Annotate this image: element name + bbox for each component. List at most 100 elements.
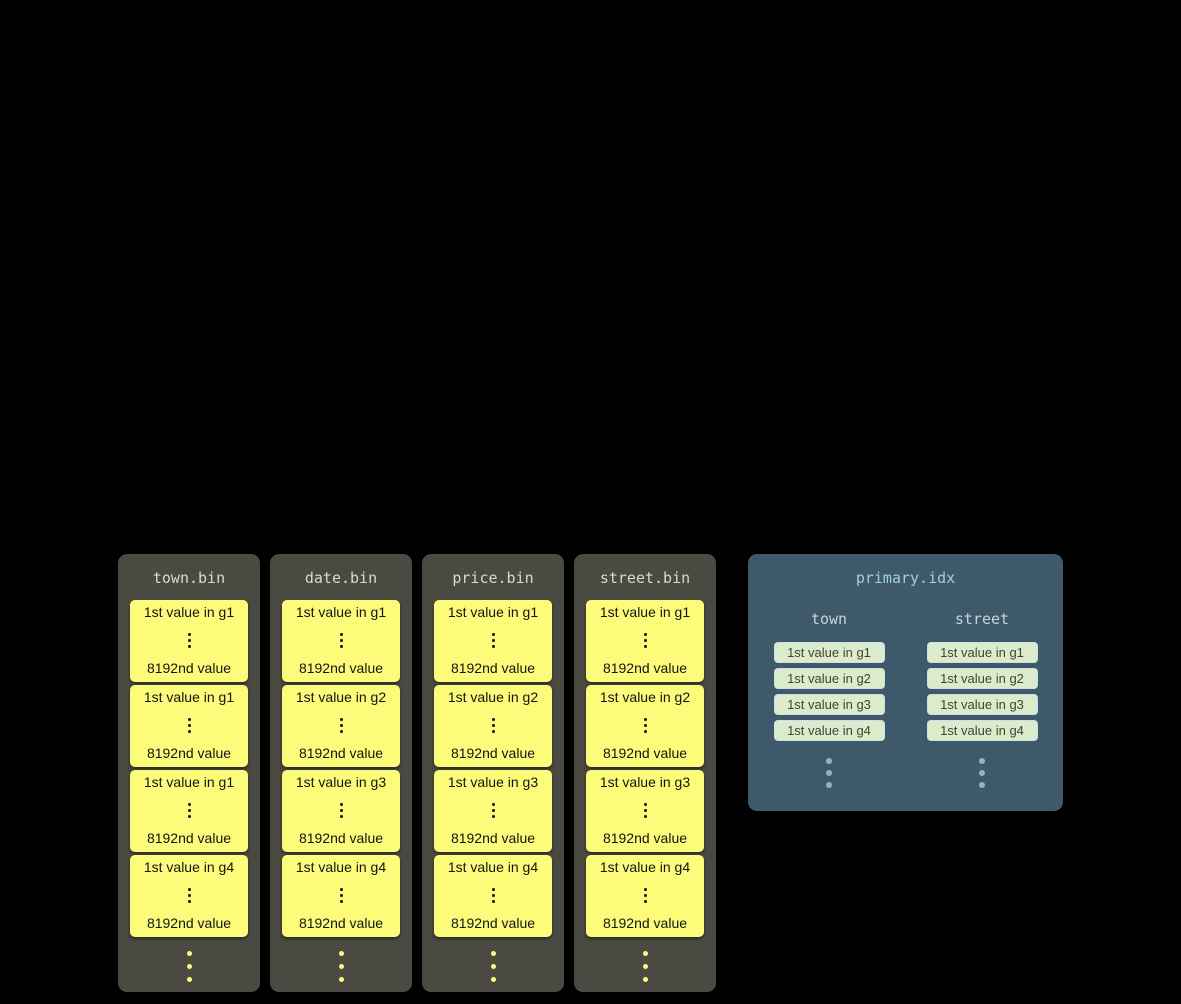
dot bbox=[643, 900, 647, 903]
dot bbox=[338, 964, 344, 969]
granule-last-value: 8192nd value bbox=[298, 830, 384, 846]
dot bbox=[339, 815, 343, 818]
dot bbox=[491, 639, 495, 642]
vertical-ellipsis-icon bbox=[339, 717, 343, 735]
granule-last-value: 8192nd value bbox=[602, 660, 688, 676]
vertical-ellipsis-icon bbox=[187, 632, 191, 650]
dot bbox=[339, 803, 343, 806]
dot bbox=[338, 951, 344, 956]
dot bbox=[339, 894, 343, 897]
granule-last-value: 8192nd value bbox=[602, 830, 688, 846]
granule-last-value: 8192nd value bbox=[146, 745, 232, 761]
dot bbox=[187, 815, 191, 818]
more-granules-ellipsis-icon bbox=[642, 947, 648, 986]
dot bbox=[491, 803, 495, 806]
granule-last-value: 8192nd value bbox=[298, 745, 384, 761]
dot bbox=[643, 888, 647, 891]
more-granules-ellipsis-icon bbox=[338, 947, 344, 986]
dot bbox=[979, 770, 985, 776]
dot bbox=[490, 977, 496, 982]
granule-last-value: 8192nd value bbox=[450, 830, 536, 846]
bin-file-title: date.bin bbox=[304, 569, 378, 587]
vertical-ellipsis-icon bbox=[491, 717, 495, 735]
vertical-ellipsis-icon bbox=[491, 632, 495, 650]
dot bbox=[643, 730, 647, 733]
dot bbox=[491, 894, 495, 897]
granule-last-value: 8192nd value bbox=[450, 660, 536, 676]
granule-block: 1st value in g1 8192nd value bbox=[282, 600, 400, 682]
index-column-header: street bbox=[954, 610, 1010, 628]
dot bbox=[643, 724, 647, 727]
granule-first-value: 1st value in g4 bbox=[143, 859, 235, 875]
dot bbox=[339, 639, 343, 642]
dot bbox=[826, 770, 832, 776]
more-entries-ellipsis-icon bbox=[979, 755, 985, 791]
index-entry: 1st value in g4 bbox=[926, 720, 1038, 741]
dot bbox=[187, 724, 191, 727]
granule-block: 1st value in g1 8192nd value bbox=[130, 685, 248, 767]
granule-first-value: 1st value in g1 bbox=[143, 689, 235, 705]
granule-last-value: 8192nd value bbox=[298, 915, 384, 931]
dot bbox=[187, 894, 191, 897]
index-entry: 1st value in g4 bbox=[773, 720, 885, 741]
primary-index-panel: primary.idx town 1st value in g1 1st value… bbox=[748, 554, 1063, 811]
dot bbox=[187, 639, 191, 642]
dot bbox=[339, 633, 343, 636]
granule-block: 1st value in g2 8192nd value bbox=[434, 685, 552, 767]
dot bbox=[491, 888, 495, 891]
granule-block: 1st value in g1 8192nd value bbox=[434, 600, 552, 682]
granule-first-value: 1st value in g2 bbox=[447, 689, 539, 705]
dot bbox=[186, 964, 192, 969]
granule-first-value: 1st value in g3 bbox=[295, 774, 387, 790]
dot bbox=[642, 977, 648, 982]
dot bbox=[642, 951, 648, 956]
granule-last-value: 8192nd value bbox=[450, 915, 536, 931]
dot bbox=[186, 951, 192, 956]
vertical-ellipsis-icon bbox=[339, 887, 343, 905]
index-column-header: town bbox=[810, 610, 848, 628]
dot bbox=[643, 639, 647, 642]
granule-first-value: 1st value in g1 bbox=[143, 604, 235, 620]
index-entry: 1st value in g1 bbox=[773, 642, 885, 663]
vertical-ellipsis-icon bbox=[643, 632, 647, 650]
granule-last-value: 8192nd value bbox=[450, 745, 536, 761]
granule-last-value: 8192nd value bbox=[602, 915, 688, 931]
dot bbox=[491, 645, 495, 648]
dot bbox=[187, 718, 191, 721]
primary-index-title: primary.idx bbox=[855, 569, 956, 587]
granule-last-value: 8192nd value bbox=[298, 660, 384, 676]
granule-first-value: 1st value in g1 bbox=[295, 604, 387, 620]
dot bbox=[338, 977, 344, 982]
vertical-ellipsis-icon bbox=[187, 802, 191, 820]
dot bbox=[643, 803, 647, 806]
index-entry: 1st value in g3 bbox=[926, 694, 1038, 715]
index-entry: 1st value in g1 bbox=[926, 642, 1038, 663]
dot bbox=[643, 894, 647, 897]
dot bbox=[187, 633, 191, 636]
vertical-ellipsis-icon bbox=[491, 802, 495, 820]
granule-last-value: 8192nd value bbox=[146, 915, 232, 931]
dot bbox=[339, 724, 343, 727]
vertical-ellipsis-icon bbox=[187, 887, 191, 905]
more-granules-ellipsis-icon bbox=[490, 947, 496, 986]
granule-first-value: 1st value in g4 bbox=[447, 859, 539, 875]
dot bbox=[491, 809, 495, 812]
granule-first-value: 1st value in g1 bbox=[447, 604, 539, 620]
dot bbox=[642, 964, 648, 969]
dot bbox=[643, 645, 647, 648]
vertical-ellipsis-icon bbox=[339, 632, 343, 650]
dot bbox=[339, 718, 343, 721]
